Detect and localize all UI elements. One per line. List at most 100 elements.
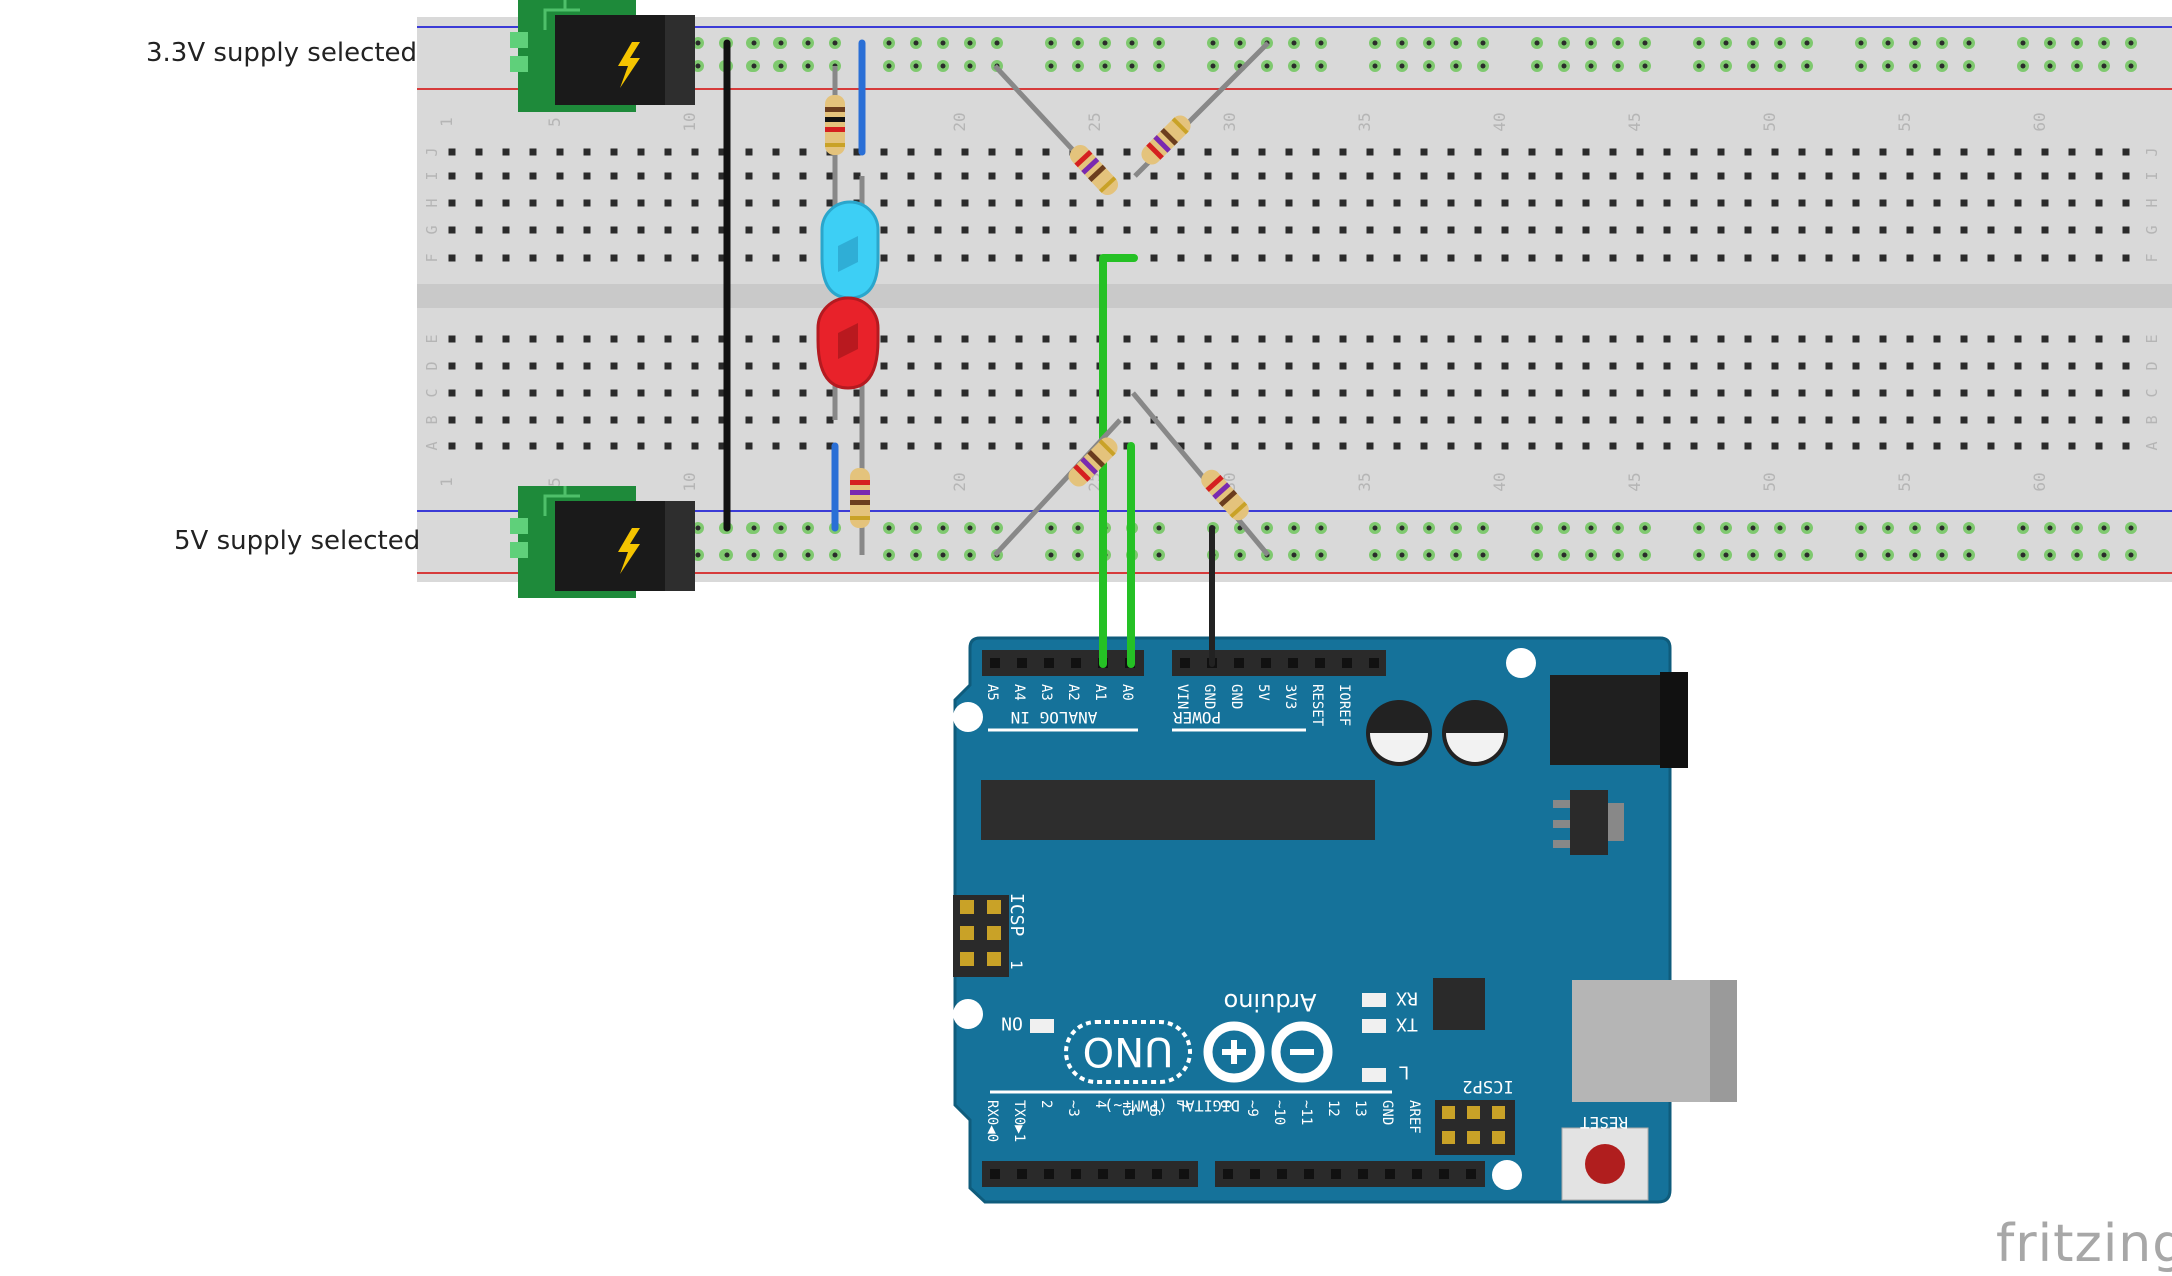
breadboard-hole: [1933, 416, 1941, 424]
lightning-icon: [618, 42, 640, 88]
breadboard-hole: [1690, 335, 1698, 343]
rail-hole-center: [1912, 63, 1918, 69]
breadboard-hole: [691, 226, 699, 234]
breadboard-hole: [988, 389, 996, 397]
breadboard-hole: [1528, 226, 1536, 234]
breadboard-hole: [1204, 389, 1212, 397]
breadboard-hole: [1879, 148, 1887, 156]
breadboard-hole: [1231, 254, 1239, 262]
breadboard-hole: [448, 389, 456, 397]
breadboard-hole: [1744, 442, 1752, 450]
breadboard-hole: [1906, 254, 1914, 262]
digital-pin-label: RX0◀0: [984, 1100, 1000, 1142]
breadboard-hole: [448, 442, 456, 450]
resistor-3: [1069, 144, 1119, 196]
tx-label: TX: [1396, 1013, 1418, 1034]
breadboard-hole: [664, 389, 672, 397]
breadboard-hole: [826, 172, 834, 180]
breadboard-hole: [1555, 148, 1563, 156]
breadboard-hole: [2095, 172, 2103, 180]
rail-hole-center: [1372, 525, 1378, 531]
breadboard-hole: [448, 199, 456, 207]
breadboard-hole: [1771, 442, 1779, 450]
breadboard-hole: [961, 362, 969, 370]
rail-hole-center: [1615, 525, 1621, 531]
uno-logo-outline: [1064, 1020, 1192, 1084]
caption-3v3-supply: 3.3V supply selected: [146, 38, 418, 68]
breadboard-hole: [1933, 442, 1941, 450]
breadboard-hole: [448, 335, 456, 343]
column-number-bottom: 45: [1625, 472, 1644, 491]
breadboard-hole: [1096, 199, 1104, 207]
column-number-bottom: 10: [680, 472, 699, 491]
row-letter: I: [423, 171, 441, 180]
rail-hole-center: [1102, 40, 1108, 46]
rail-hole-center: [1156, 525, 1162, 531]
breadboard-hole: [1042, 389, 1050, 397]
row-letter: E: [2143, 334, 2161, 343]
rail-hole-center: [805, 40, 811, 46]
breadboard-hole: [1474, 442, 1482, 450]
breadboard-hole: [1744, 335, 1752, 343]
breadboard-hole: [502, 172, 510, 180]
breadboard-hole: [1015, 335, 1023, 343]
breadboard-hole: [1123, 199, 1131, 207]
breadboard-hole: [1960, 172, 1968, 180]
breadboard-hole: [1771, 148, 1779, 156]
breadboard-hole: [1906, 416, 1914, 424]
breadboard-hole: [691, 199, 699, 207]
breadboard-hole: [1501, 442, 1509, 450]
breadboard-hole: [2068, 226, 2076, 234]
breadboard-hole: [2095, 254, 2103, 262]
breadboard-hole: [1474, 226, 1482, 234]
breadboard-hole: [610, 199, 618, 207]
breadboard-hole: [2068, 416, 2076, 424]
breadboard-hole: [664, 335, 672, 343]
rail-hole-center: [1048, 40, 1054, 46]
row-letter: B: [423, 415, 441, 424]
rail-hole-center: [1480, 40, 1486, 46]
rail-hole-center: [2101, 63, 2107, 69]
rail-hole-center: [940, 552, 946, 558]
breadboard-hole: [502, 442, 510, 450]
icsp-label: ICSP: [1006, 893, 1027, 937]
breadboard-hole: [1177, 362, 1185, 370]
breadboard-hole: [853, 416, 861, 424]
rail-hole-center: [1480, 552, 1486, 558]
breadboard-hole: [1015, 199, 1023, 207]
breadboard-hole: [664, 254, 672, 262]
breadboard-hole: [2095, 389, 2103, 397]
breadboard-hole: [934, 226, 942, 234]
breadboard-hole: [502, 254, 510, 262]
red-led: [816, 296, 880, 390]
rail-hole-center: [2101, 40, 2107, 46]
icsp-pin: [987, 952, 1001, 966]
breadboard-hole: [718, 172, 726, 180]
rail-hole-center: [1075, 63, 1081, 69]
header-pin: [1439, 1169, 1449, 1179]
rail-hole-center: [1102, 63, 1108, 69]
breadboard-hole: [529, 362, 537, 370]
breadboard-hole: [502, 389, 510, 397]
breadboard-hole: [745, 148, 753, 156]
breadboard-hole: [1609, 389, 1617, 397]
rail-hole-center: [1075, 40, 1081, 46]
breadboard-hole: [1204, 172, 1212, 180]
breadboard-hole: [502, 148, 510, 156]
power-pin-label: 3V3: [1282, 684, 1298, 709]
breadboard-hole: [502, 416, 510, 424]
resistor-6: [1201, 469, 1249, 521]
breadboard-hole: [1312, 254, 1320, 262]
header-pin: [1223, 1169, 1233, 1179]
breadboard-hole: [664, 148, 672, 156]
breadboard-hole: [2068, 148, 2076, 156]
reset-button-cap[interactable]: [1585, 1144, 1625, 1184]
breadboard-hole: [1285, 442, 1293, 450]
breadboard-hole: [1636, 226, 1644, 234]
breadboard-hole: [2122, 335, 2130, 343]
breadboard-hole: [1690, 389, 1698, 397]
breadboard-hole: [2041, 254, 2049, 262]
rail-hole-center: [913, 525, 919, 531]
breadboard-hole: [610, 389, 618, 397]
